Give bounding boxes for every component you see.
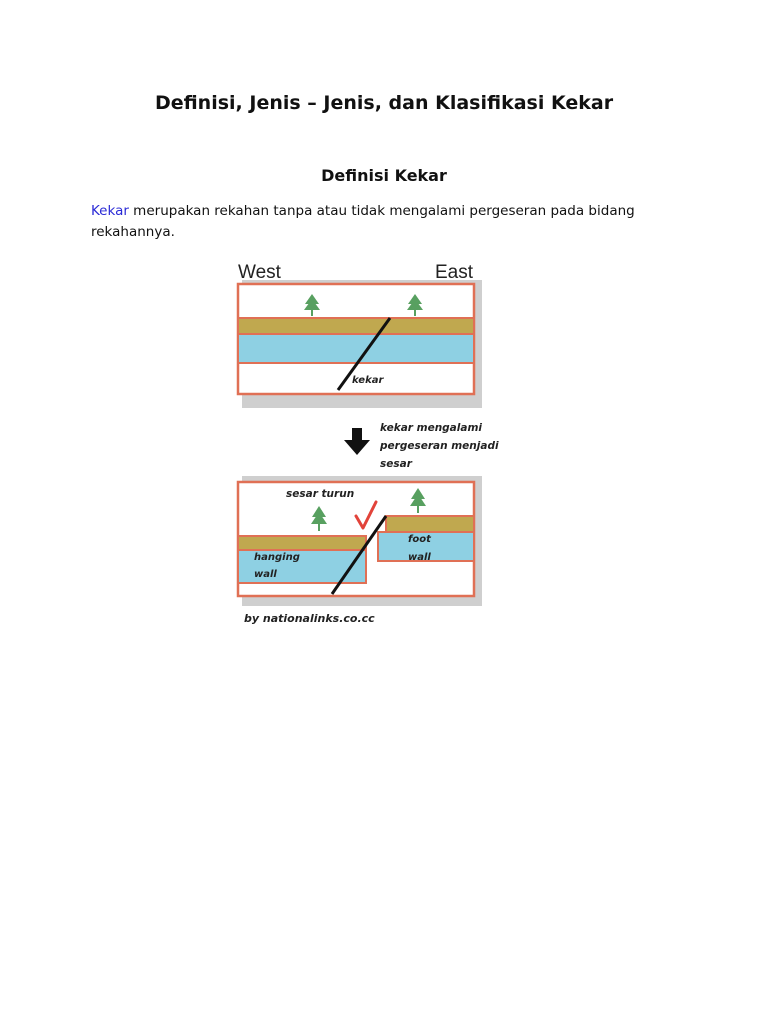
kekar-link[interactable]: Kekar [91,203,129,219]
top-diagram: West East kekar [238,262,482,408]
top-water-layer [238,334,474,363]
arrow-caption-line: pergeseran menjadi [379,440,499,452]
bottom-diagram: sesar turun foot wall hanging wall [238,476,482,606]
foot-olive-layer [386,516,474,532]
arrow-caption: kekar mengalami pergeseran menjadi sesar [379,422,502,470]
page-title: Definisi, Jenis – Jenis, dan Klasifikasi… [0,92,768,114]
figure-credit: by nationalinks.co.cc [244,612,375,625]
definition-text: merupakan rekahan tanpa atau tidak menga… [91,203,635,240]
east-label: East [435,262,474,283]
arrow-caption-line: kekar mengalami [380,422,482,434]
west-label: West [238,262,282,283]
hanging-olive-layer [238,536,366,550]
down-arrow-icon [344,428,370,455]
top-olive-layer [238,318,474,334]
top-fault-label: kekar [352,375,384,386]
kekar-fault-figure: West East kekar kekar mengalami pergeser… [228,256,544,636]
definition-paragraph: Kekar merupakan rekahan tanpa atau tidak… [91,201,691,243]
bottom-fault-label: sesar turun [286,488,354,500]
section-heading: Definisi Kekar [0,166,768,185]
arrow-caption-line: sesar [380,458,413,470]
